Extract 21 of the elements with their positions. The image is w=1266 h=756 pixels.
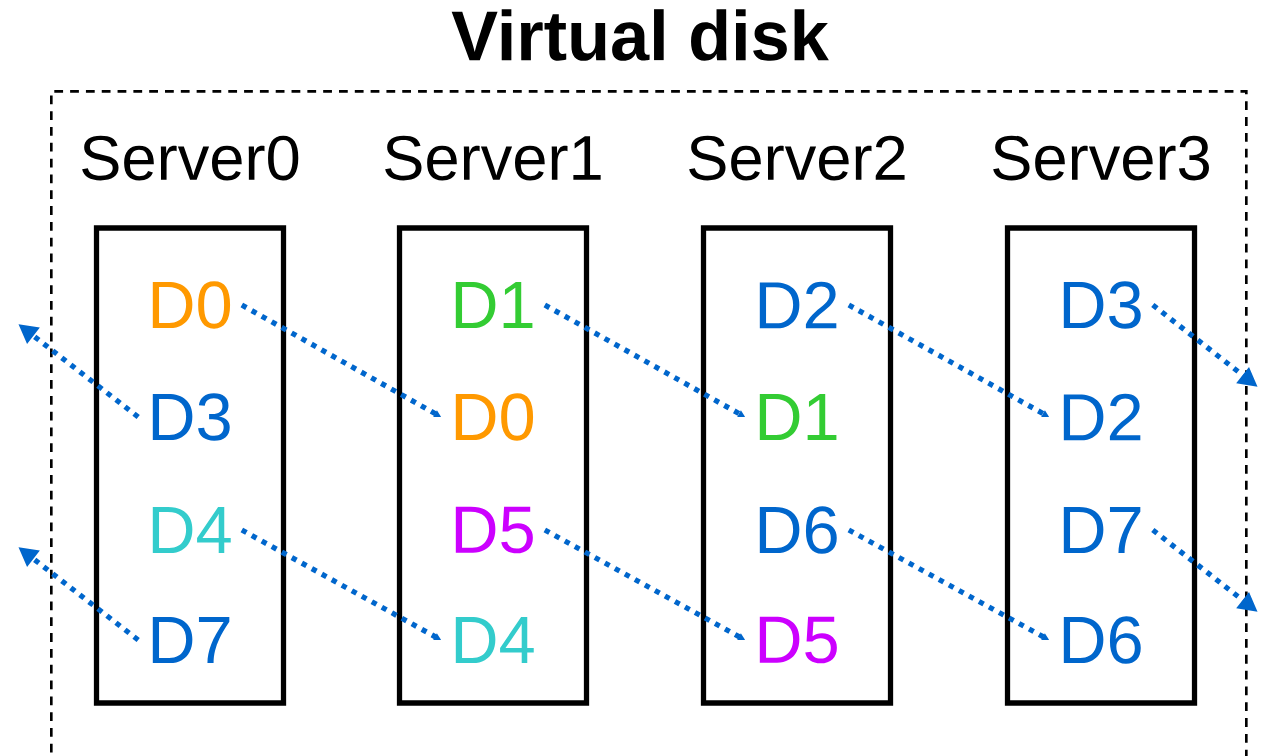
block-label: D0 <box>455 393 534 441</box>
block-label: D5 <box>455 506 533 554</box>
block-label: D3 <box>152 393 230 441</box>
node-label: Server0 <box>82 135 299 181</box>
block-label: D0 <box>152 281 231 329</box>
block-label: D3 <box>1063 281 1141 329</box>
node-label: Server1 <box>385 135 601 181</box>
node-label: Server2 <box>689 135 905 181</box>
block-label: D2 <box>759 281 837 329</box>
block-label: D6 <box>759 506 837 554</box>
block-label: D1 <box>759 394 837 440</box>
block-label: D7 <box>1063 507 1141 553</box>
node-label: Virtual disk <box>451 9 829 61</box>
block-label: D6 <box>1063 616 1141 664</box>
block-label: D1 <box>455 282 533 328</box>
node-label: Server3 <box>993 135 1209 181</box>
block-label: D4 <box>455 617 534 663</box>
block-label: D2 <box>1063 393 1141 441</box>
block-label: D4 <box>152 507 231 553</box>
block-label: D7 <box>152 617 230 663</box>
block-label: D5 <box>759 616 837 664</box>
